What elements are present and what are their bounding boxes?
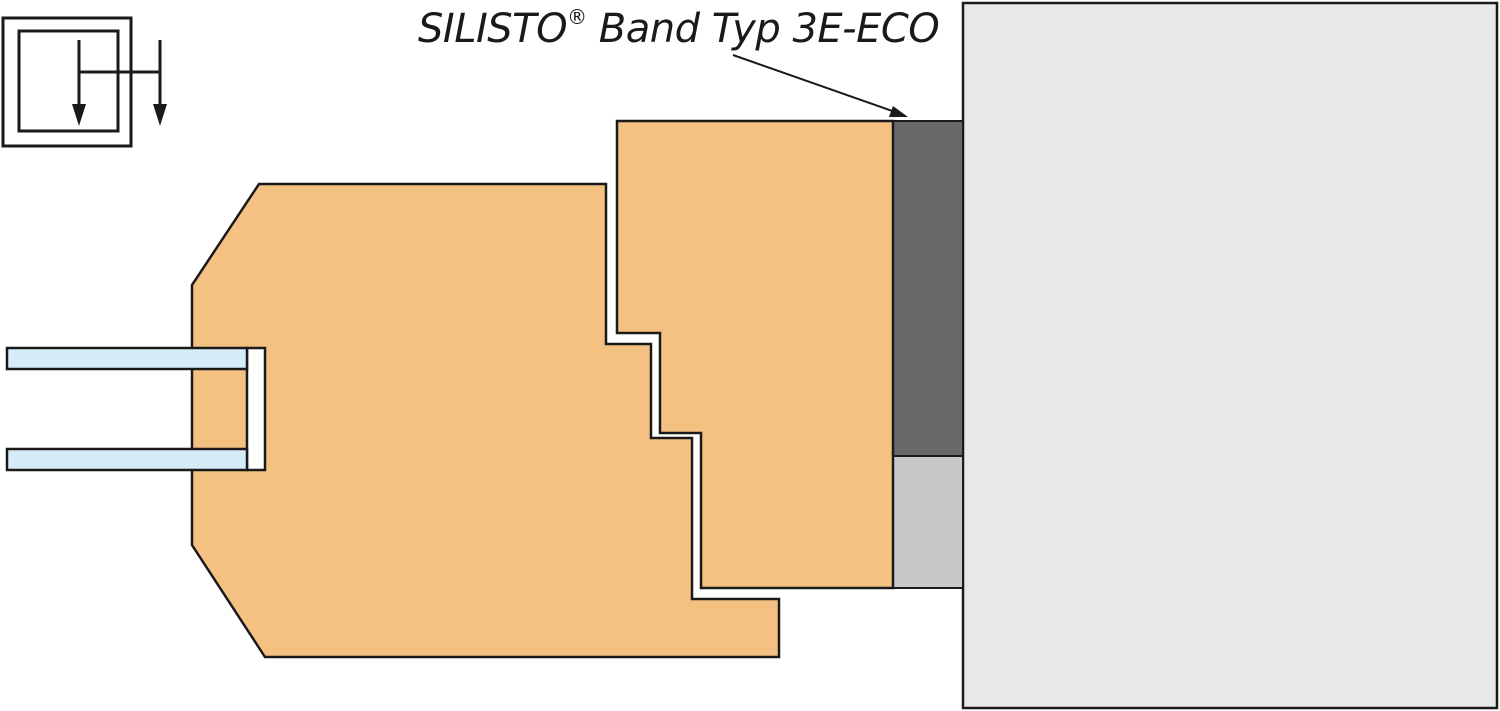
product-callout-label: SILISTO® Band Typ 3E-ECO [418,5,939,52]
glazing-spacer [245,346,267,472]
wall-block [961,1,1499,710]
casement-window-section-icon [1,16,167,148]
window-sash-profile [190,182,781,659]
callout-product: Band Typ 3E-ECO [587,6,940,52]
glass-pane-outer [5,346,249,371]
callout-brand: SILISTO [418,6,567,52]
callout-leader-arrow [732,54,908,117]
window-frame-profile [615,119,895,590]
sealing-tape-light [892,455,964,589]
registered-mark: ® [567,5,587,29]
sealing-tape-dark [892,120,964,457]
glass-pane-inner [5,447,249,472]
